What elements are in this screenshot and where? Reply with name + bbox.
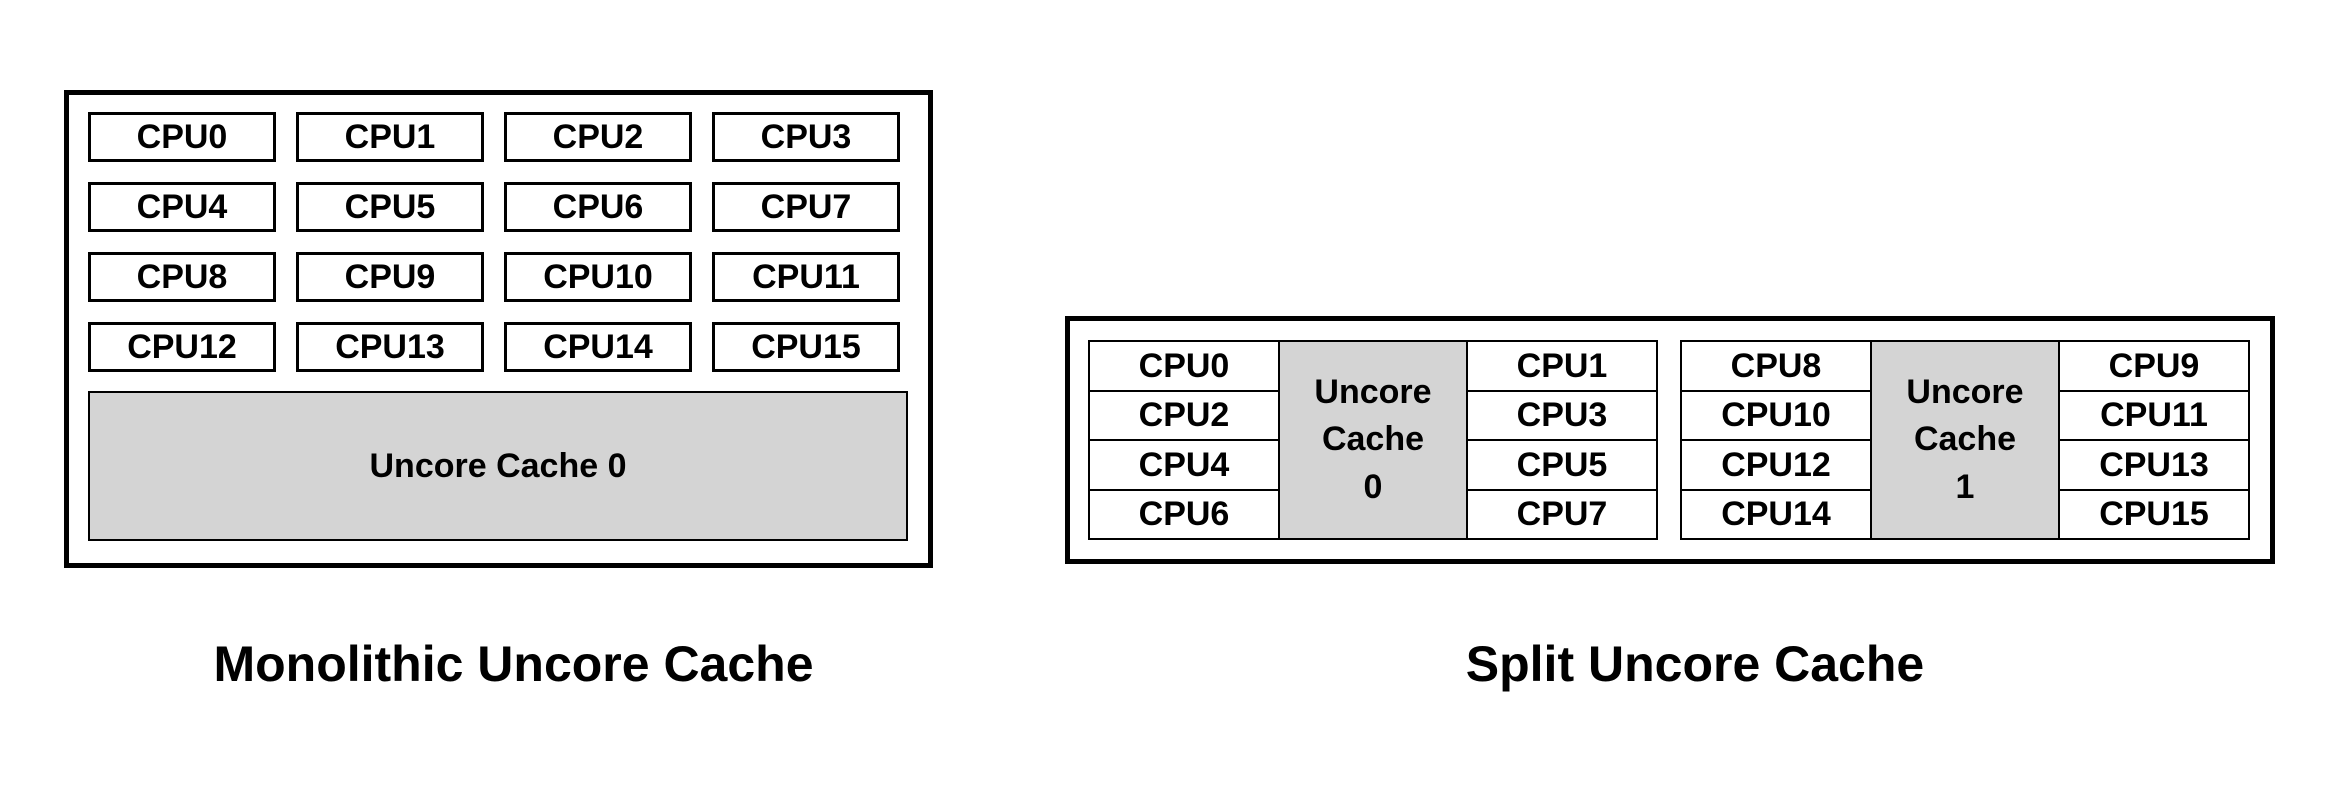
cluster-0-left-cpu-column: CPU0 CPU2 CPU4 CPU6 [1088, 340, 1280, 540]
cpu-box: CPU10 [1682, 392, 1870, 441]
caption-split: Split Uncore Cache [1465, 636, 1925, 692]
cpu-box: CPU8 [88, 252, 276, 302]
cpu-box: CPU2 [504, 112, 692, 162]
cpu-box: CPU13 [2060, 441, 2248, 491]
cpu-box: CPU9 [296, 252, 484, 302]
cpu-box: CPU6 [1138, 495, 1230, 534]
cpu-box: CPU15 [2099, 495, 2209, 534]
cpu-box: CPU0 [1090, 342, 1278, 392]
monolithic-diagram: CPU0 CPU1 CPU2 CPU3 CPU4 CPU5 CPU6 CPU7 … [64, 90, 933, 568]
uncore-cache-0-box: Uncore Cache 0 [88, 391, 908, 541]
cluster-0-right-cpu-column: CPU1 CPU3 CPU5 CPU7 [1466, 340, 1658, 540]
cpu-box: CPU3 [712, 112, 900, 162]
cpu-box: CPU1 [1468, 342, 1656, 392]
cpu-box: CPU5 [296, 182, 484, 232]
cpu-box: CPU4 [1090, 441, 1278, 491]
cpu-box: CPU3 [1468, 392, 1656, 441]
split-cluster-0: CPU0 CPU2 CPU4 CPU6 Uncore Cache 0 CPU1 … [1088, 340, 1658, 540]
cluster-1-right-cpu-column: CPU9 CPU11 CPU13 CPU15 [2058, 340, 2250, 540]
cpu-box: CPU0 [88, 112, 276, 162]
cpu-box: CPU12 [88, 322, 276, 372]
cpu-box: CPU11 [2060, 392, 2248, 441]
uncore-cache-1-box: Uncore Cache 1 [1870, 340, 2060, 540]
cpu-box: CPU7 [712, 182, 900, 232]
cluster-1-left-cpu-column: CPU8 CPU10 CPU12 CPU14 [1680, 340, 1872, 540]
cpu-box: CPU10 [504, 252, 692, 302]
uncore-cache-0-box: Uncore Cache 0 [1278, 340, 1468, 540]
cpu-box: CPU1 [296, 112, 484, 162]
cpu-box: CPU7 [1516, 495, 1608, 534]
cpu-box: CPU12 [1682, 441, 1870, 491]
cpu-box: CPU6 [504, 182, 692, 232]
cpu-box: CPU8 [1682, 342, 1870, 392]
cpu-box: CPU13 [296, 322, 484, 372]
cpu-box: CPU15 [712, 322, 900, 372]
cpu-box: CPU11 [712, 252, 900, 302]
monolithic-cpu-grid: CPU0 CPU1 CPU2 CPU3 CPU4 CPU5 CPU6 CPU7 … [88, 112, 908, 372]
uncore-cache-0-label: Uncore Cache 0 [1314, 372, 1432, 506]
caption-monolithic: Monolithic Uncore Cache [213, 636, 814, 692]
cpu-box: CPU14 [504, 322, 692, 372]
cpu-box: CPU5 [1468, 441, 1656, 491]
split-cluster-1: CPU8 CPU10 CPU12 CPU14 Uncore Cache 1 CP… [1680, 340, 2250, 540]
split-diagram: CPU0 CPU2 CPU4 CPU6 Uncore Cache 0 CPU1 … [1065, 316, 2275, 564]
cpu-box: CPU4 [88, 182, 276, 232]
cpu-box: CPU14 [1721, 495, 1831, 534]
uncore-cache-1-label: Uncore Cache 1 [1906, 372, 2024, 506]
cpu-box: CPU9 [2060, 342, 2248, 392]
cpu-box: CPU2 [1090, 392, 1278, 441]
